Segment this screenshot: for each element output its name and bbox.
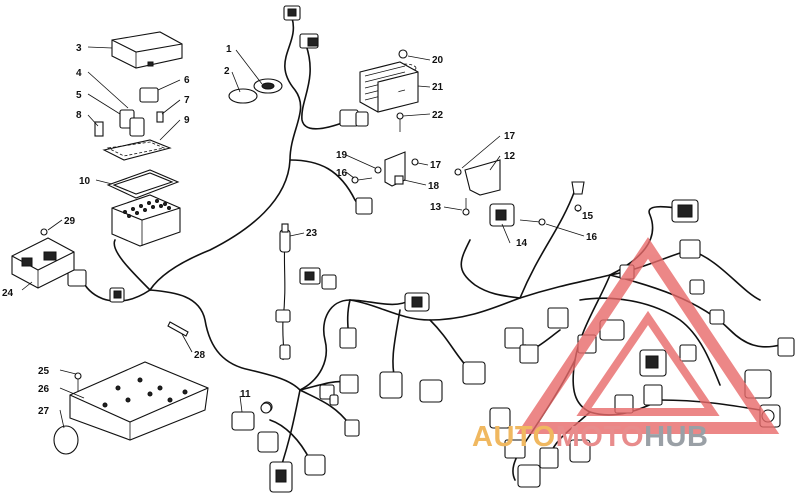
watermark-logo: [516, 237, 780, 434]
part-bracket-16-19: [351, 151, 419, 187]
part-tie-28: [167, 321, 189, 337]
callout-5: 5: [76, 90, 82, 101]
callout-26: 26: [38, 384, 50, 395]
part-bracket-12-15: [454, 159, 585, 227]
part-ecu-24: [11, 228, 75, 289]
leader-lines: [21, 46, 585, 429]
callout-28: 28: [194, 350, 206, 361]
watermark-inner-triangle-icon: [576, 310, 720, 416]
callout-24: 24: [2, 288, 14, 299]
callout-7: 7: [184, 95, 190, 106]
watermark-moto: MOTO: [556, 421, 644, 453]
callout-20: 20: [432, 55, 444, 66]
callout-29: 29: [64, 216, 76, 227]
callout-16-right: 16: [586, 232, 598, 243]
callout-27: 27: [38, 406, 50, 417]
callout-16-left: 16: [336, 168, 348, 179]
part-sensor-23: [279, 223, 291, 253]
part-connector-11: [231, 402, 272, 431]
part-relays-fuses: [94, 87, 172, 161]
part-voltage-regulator: [359, 49, 419, 132]
callout-21: 21: [432, 82, 444, 93]
watermark-text: AUTOMOTOHUB: [472, 421, 708, 453]
watermark-auto: AUTO: [472, 421, 556, 453]
callout-15: 15: [582, 211, 594, 222]
callout-25: 25: [38, 366, 50, 377]
callout-10: 10: [79, 176, 91, 187]
callout-4: 4: [76, 68, 82, 79]
part-tray-25-27: [53, 361, 209, 455]
callout-13: 13: [430, 202, 442, 213]
part-grommet-1-2: [228, 78, 283, 104]
callout-14: 14: [516, 238, 528, 249]
callout-23: 23: [306, 228, 318, 239]
svg-text:AUTOMOTOHUB: AUTOMOTOHUB: [472, 421, 708, 453]
callout-19: 19: [336, 150, 348, 161]
part-fuse-block: [106, 169, 181, 247]
callout-17-left: 17: [430, 160, 442, 171]
callout-12: 12: [504, 151, 516, 162]
callout-3: 3: [76, 43, 82, 54]
callout-1: 1: [226, 44, 232, 55]
callout-17-right: 17: [504, 131, 516, 142]
callout-11: 11: [240, 389, 251, 400]
callout-9: 9: [184, 115, 190, 126]
callout-22: 22: [432, 110, 444, 121]
callout-2: 2: [224, 66, 230, 77]
callout-8: 8: [76, 110, 82, 121]
callout-6: 6: [184, 75, 190, 86]
callout-labels: 1 2 3 4 5 6 7 8 9 10 11 12 13 14 15 16 1…: [2, 43, 598, 417]
part-fuse-box-cover: [111, 31, 183, 69]
watermark-hub: HUB: [644, 421, 708, 453]
watermark-triangle-icon: [516, 237, 780, 434]
callout-18: 18: [428, 181, 440, 192]
